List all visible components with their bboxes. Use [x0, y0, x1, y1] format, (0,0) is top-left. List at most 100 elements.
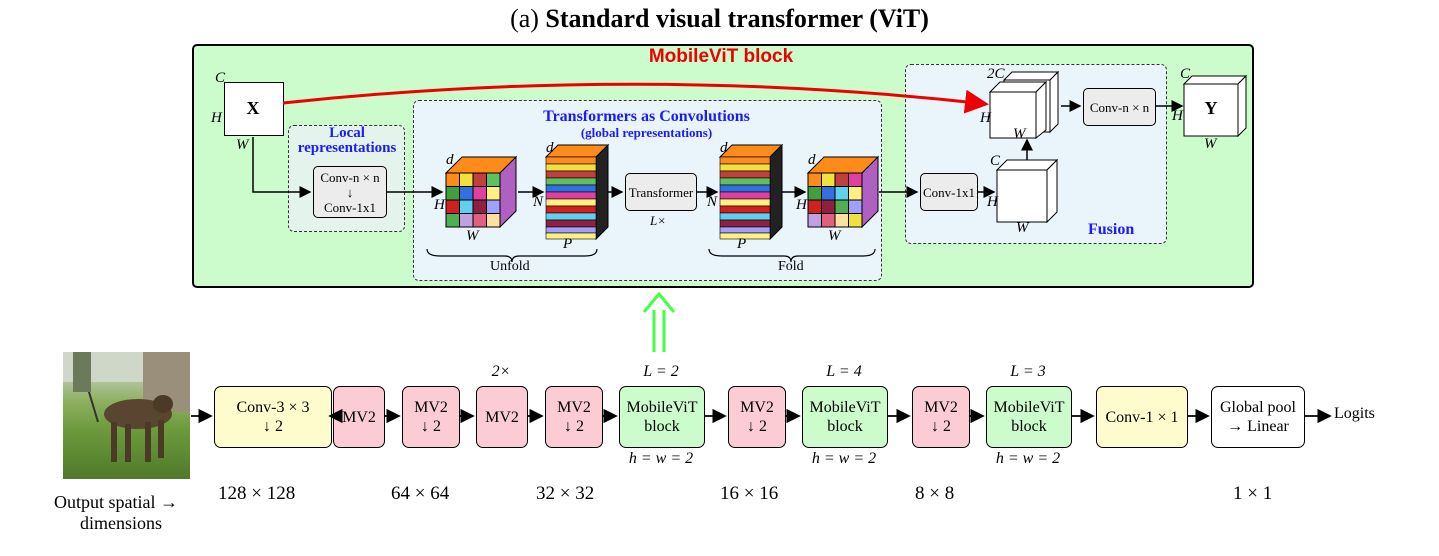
axis-n-1: N: [533, 194, 544, 210]
axis-h-3: H: [980, 110, 991, 126]
stage-3-top: 2×: [491, 363, 511, 380]
stage-6-line1: MV2: [740, 399, 774, 416]
tac-subtitle: (global representations): [580, 125, 713, 140]
skip-connection-arrow: [282, 82, 989, 114]
stage-4-line1: MV2: [557, 399, 591, 416]
axis-h-in: H: [211, 110, 222, 126]
dog-illustration: [63, 352, 190, 462]
axis-w-4: W: [1016, 220, 1029, 236]
axis-h-1: H: [434, 197, 445, 213]
axis-d-3: d: [720, 140, 728, 156]
fold-grid-svg: [806, 155, 880, 229]
stage-6-mv2: MV2↓ 2: [728, 386, 786, 448]
input-label: X: [246, 98, 260, 118]
fusion-upper-cube: [988, 70, 1060, 140]
axis-c-f: C: [990, 153, 1001, 169]
dim-0: 128 × 128: [218, 483, 296, 504]
stage-2-mv2: MV2↓ 2: [402, 386, 460, 448]
stage-9-top: L = 3: [1010, 363, 1046, 380]
mobilevit-block-title: MobileViT block: [648, 46, 794, 67]
fusion-conv1-box: Conv-1x1: [920, 173, 978, 211]
folded-stack-svg: [718, 143, 784, 241]
stage-9-bottom: h = w = 2: [995, 450, 1061, 467]
output-cube: [1182, 74, 1248, 140]
axis-w-3: W: [1013, 126, 1026, 142]
stage-9-line2: block: [1011, 418, 1047, 435]
fold-label: Fold: [778, 259, 804, 274]
stage-11-line1: Global pool: [1220, 399, 1296, 416]
figure-title: (a) Standard visual transformer (ViT): [0, 4, 1439, 34]
stage-2-line1: MV2: [414, 399, 448, 416]
stage-3-mv2: MV2: [476, 386, 528, 448]
fusion-convn-box: Conv-n × n: [1083, 88, 1156, 126]
unfolded-stack-svg: [544, 143, 610, 241]
axis-d-4: d: [808, 152, 816, 168]
stage-11-pool: Global pool → Linear: [1211, 386, 1305, 448]
unfold-grid-cube: [444, 155, 518, 229]
stage-5-bottom: h = w = 2: [628, 450, 694, 467]
stage-0-line1: Conv-3 × 3: [236, 399, 310, 416]
stage-10-conv: Conv-1 × 1: [1096, 386, 1188, 448]
stage-7-vit: MobileViT block: [802, 386, 888, 448]
title-prefix: (a): [510, 4, 546, 33]
fusion-upper-cube-svg: [988, 70, 1060, 140]
stage-5-vit: MobileViT block: [619, 386, 705, 448]
stage-5-line1: MobileViT: [626, 399, 698, 416]
stage-7-bottom: h = w = 2: [811, 450, 877, 467]
dims-label-2: dimensions: [80, 513, 163, 533]
axis-2c: 2C: [987, 66, 1005, 82]
local-title: Local representations: [297, 125, 397, 156]
stage-4-mv2: MV2↓ 2: [545, 386, 603, 448]
stage-9-line1: MobileViT: [993, 399, 1065, 416]
title-bold: Standard visual transformer (ViT): [545, 4, 929, 33]
folded-stack: [718, 143, 784, 241]
local-conv-box: Conv-n × n ↓ Conv-1x1: [313, 166, 387, 218]
stage-0-line2: ↓ 2: [263, 418, 283, 435]
stage-8-line2: ↓ 2: [931, 418, 951, 435]
axis-w-in: W: [236, 137, 249, 153]
fusion-lower-cube: [995, 158, 1059, 224]
unfold-label: Unfold: [490, 259, 530, 274]
fusion-lower-cube-svg: [995, 158, 1059, 224]
axis-p-1: P: [563, 236, 573, 252]
transformer-repeat: L×: [650, 213, 667, 228]
stage-10-line1: Conv-1 × 1: [1105, 408, 1179, 426]
stage-7-line1: MobileViT: [809, 399, 881, 416]
axis-h-out: H: [1172, 108, 1183, 124]
fusion-title: Fusion: [1088, 221, 1135, 238]
axis-w-2: W: [828, 228, 841, 244]
axis-h-2: H: [796, 197, 807, 213]
dim-4: 8 × 8: [915, 483, 955, 504]
stage-5-line2: block: [644, 418, 680, 435]
local-conv-bottom: Conv-1x1: [324, 199, 376, 215]
stage-9-vit: MobileViT block: [986, 386, 1072, 448]
input-image-dog: [63, 352, 190, 479]
axis-p-2: P: [737, 236, 747, 252]
stage-8-mv2: MV2↓ 2: [912, 386, 970, 448]
up-double-arrow: [642, 291, 676, 352]
dim-2: 32 × 32: [536, 483, 595, 504]
dim-1: 64 × 64: [391, 483, 450, 504]
stage-3-line1: MV2: [485, 408, 519, 426]
dim-3: 16 × 16: [720, 483, 779, 504]
axis-d-2: d: [546, 140, 554, 156]
dims-label: Output spatial →: [54, 492, 178, 512]
fold-grid-cube: [806, 155, 880, 229]
stage-5-top: L = 2: [643, 363, 679, 380]
stage-8-line1: MV2: [924, 399, 958, 416]
axis-w-out: W: [1204, 136, 1217, 152]
unfold-grid-svg: [444, 155, 518, 229]
local-conv-top: Conv-n × n: [320, 169, 380, 185]
output-label: Y: [1204, 98, 1218, 118]
axis-n-2: N: [707, 194, 718, 210]
axis-c-in: C: [215, 70, 226, 86]
stage-6-line2: ↓ 2: [747, 418, 767, 435]
stage-2-line2: ↓ 2: [421, 418, 441, 435]
axis-w-1: W: [466, 228, 479, 244]
stage-7-line2: block: [827, 418, 863, 435]
axis-h-4: H: [987, 194, 998, 210]
dim-5: 1 × 1: [1233, 483, 1273, 504]
stage-11-line2: → Linear: [1227, 418, 1289, 435]
